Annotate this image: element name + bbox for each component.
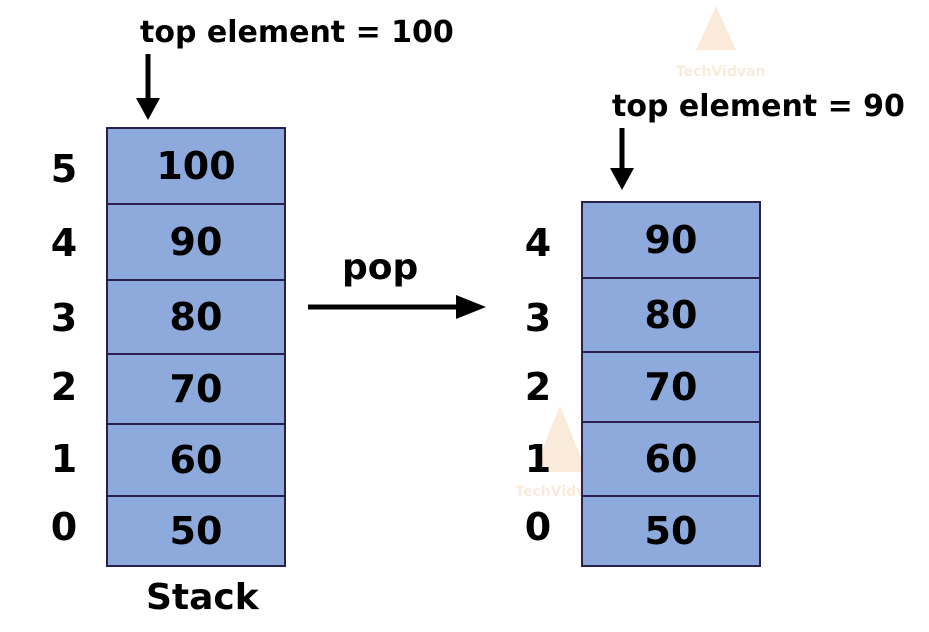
- cell-value: 90: [169, 220, 223, 264]
- left-index-label: 4: [50, 221, 78, 265]
- left-index-label: 0: [50, 505, 78, 549]
- left-top-element-label: top element = 100: [140, 15, 454, 50]
- right-index-label: 3: [524, 296, 552, 340]
- cell-value: 90: [644, 218, 698, 262]
- cell-value: 50: [169, 509, 223, 553]
- stack-caption: Stack: [146, 577, 259, 618]
- right-index-label: 1: [524, 437, 552, 481]
- right-top-element-label: top element = 90: [612, 89, 905, 124]
- cell-value: 60: [169, 438, 223, 482]
- cell-value: 80: [644, 293, 698, 337]
- stack-cell: 70: [108, 355, 284, 423]
- left-index-label: 3: [50, 296, 78, 340]
- right-index-label: 4: [524, 221, 552, 265]
- left-stack: 100 90 80 70 60 50: [106, 127, 286, 567]
- left-top-pointer-arrow-icon: [136, 54, 160, 120]
- right-index-label: 2: [524, 365, 552, 409]
- stack-cell: 80: [583, 279, 759, 351]
- cell-divider: [108, 203, 284, 205]
- cell-divider: [108, 279, 284, 281]
- right-stack: 90 80 70 60 50: [581, 201, 761, 567]
- stack-cell: 70: [583, 353, 759, 421]
- watermark-text: TechVidvan: [676, 64, 766, 80]
- stack-cell: 50: [108, 497, 284, 565]
- cell-divider: [108, 423, 284, 425]
- cell-value: 70: [169, 367, 223, 411]
- cell-value: 70: [644, 365, 698, 409]
- left-index-label: 5: [50, 147, 78, 191]
- right-index-label: 0: [524, 505, 552, 549]
- cell-value: 60: [644, 437, 698, 481]
- cell-divider: [583, 495, 759, 497]
- watermark-logo-top: TechVidvan: [676, 0, 766, 80]
- cell-value: 80: [169, 295, 223, 339]
- watermark-person-icon: [533, 406, 587, 472]
- stack-cell: 50: [583, 497, 759, 565]
- pop-arrow-icon: [308, 295, 486, 319]
- stack-cell: 60: [583, 423, 759, 495]
- stack-cell: 90: [108, 205, 284, 279]
- cell-divider: [108, 353, 284, 355]
- stack-cell: 100: [108, 129, 284, 203]
- stack-cell: 60: [108, 425, 284, 495]
- cell-divider: [583, 421, 759, 423]
- left-index-label: 1: [50, 437, 78, 481]
- cell-value: 100: [156, 144, 236, 188]
- cell-divider: [583, 277, 759, 279]
- cell-divider: [583, 351, 759, 353]
- stack-cell: 90: [583, 203, 759, 277]
- right-top-pointer-arrow-icon: [610, 128, 634, 190]
- watermark-person-icon: [696, 6, 736, 50]
- stack-cell: 80: [108, 281, 284, 353]
- pop-label: pop: [342, 247, 419, 288]
- cell-divider: [108, 495, 284, 497]
- left-index-label: 2: [50, 365, 78, 409]
- cell-value: 50: [644, 509, 698, 553]
